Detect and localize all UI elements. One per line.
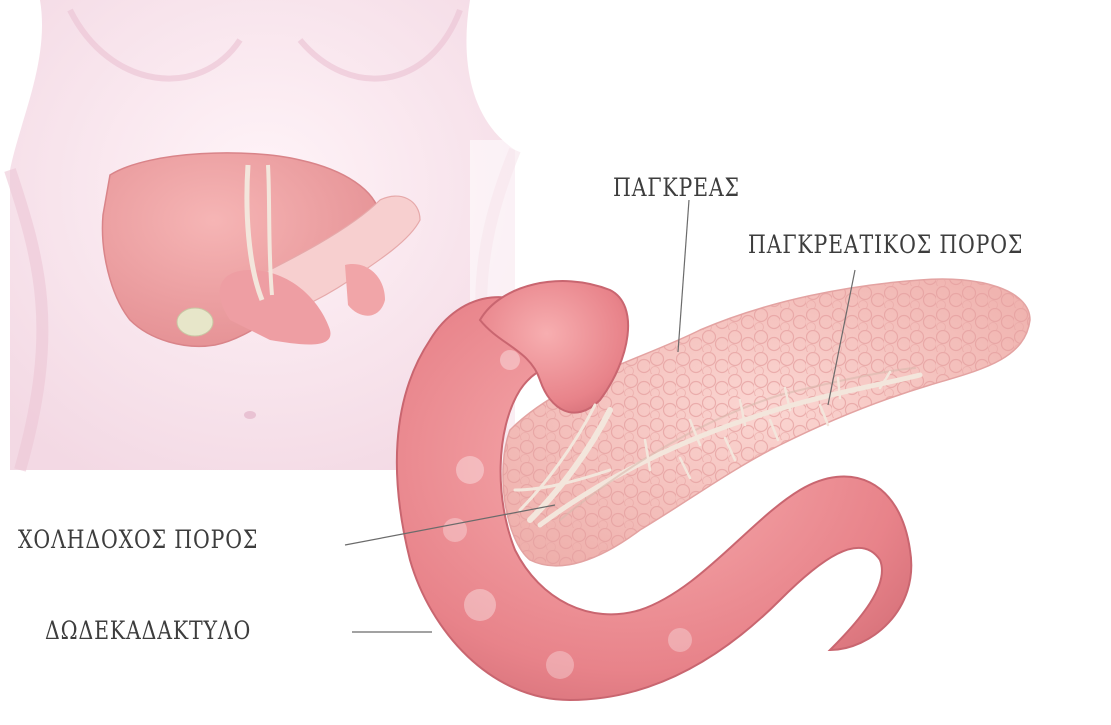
label-pancreatic-duct: ΠΑΓΚΡΕΑΤΙΚΟΣ ΠΟΡΟΣ [748, 230, 1023, 259]
organ-detail [397, 279, 1030, 700]
label-pancreas: ΠΑΓΚΡΕΑΣ [613, 173, 740, 202]
label-common-bile-duct: ΧΟΛΗΔΟΧΟΣ ΠΟΡΟΣ [18, 525, 258, 554]
label-duodenum: ΔΩΔΕΚΑΔΑΚΤΥΛΟ [45, 616, 251, 645]
